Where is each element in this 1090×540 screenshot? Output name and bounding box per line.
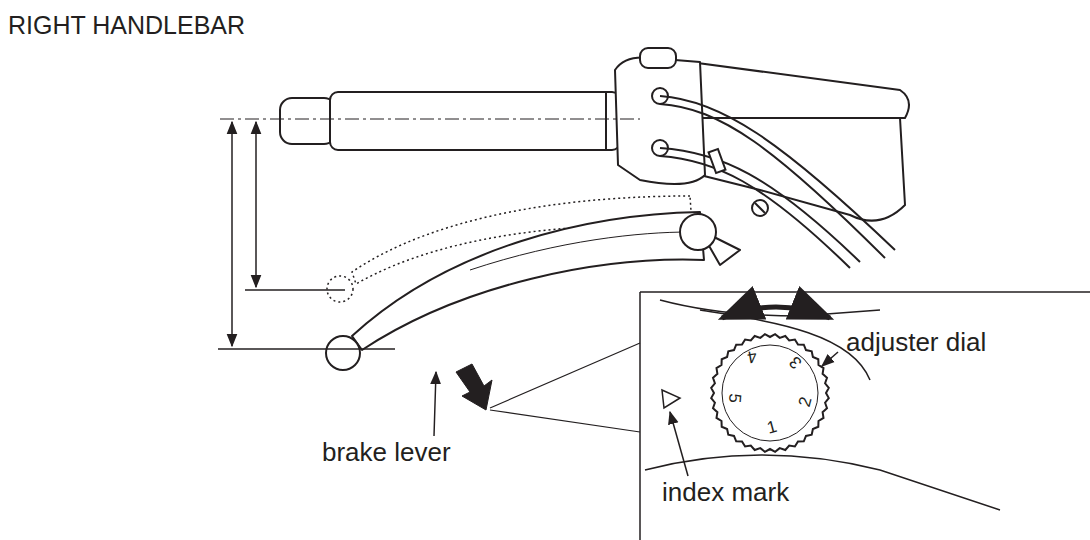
diagram-title: RIGHT HANDLEBAR (8, 12, 245, 40)
part-label: adjuster dial (846, 328, 986, 357)
part-label: index mark (662, 478, 789, 507)
dial-number: 5 (724, 392, 743, 403)
part-label: brake lever (322, 438, 451, 467)
